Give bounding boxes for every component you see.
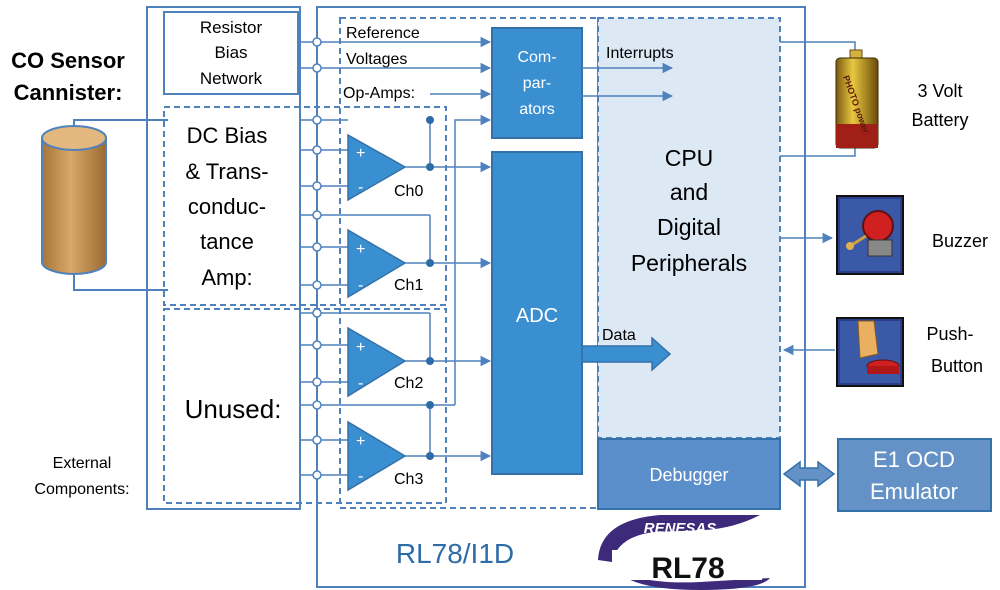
ref-line-4 <box>454 114 492 405</box>
adc-label: ADC <box>516 305 558 327</box>
debugger-label: Debugger <box>649 465 728 485</box>
dcbias-line1: DC Bias <box>187 123 268 148</box>
renesas-rl78-logo: RENESAS RL78 <box>598 515 770 590</box>
comparators-line2: par- <box>523 75 551 92</box>
cpu-line1: CPU <box>665 145 714 171</box>
opamp-ch0 <box>300 115 492 202</box>
cpu-line3: Digital <box>657 214 721 240</box>
ch3-label: Ch3 <box>394 471 423 488</box>
opamp-ch3 <box>300 400 492 492</box>
buzzer-bell-icon <box>836 195 904 275</box>
sensor-title-line2: Cannister: <box>14 80 123 105</box>
pushbutton-line1: Push- <box>926 324 973 344</box>
dcbias-line3: conduc- <box>188 194 266 219</box>
opamp-ch1 <box>300 210 492 299</box>
rl78-chip-box <box>316 6 806 588</box>
buzzer-label: Buzzer <box>932 231 988 251</box>
resistor-line2: Bias <box>214 43 247 62</box>
e1-emulator-box <box>837 438 992 512</box>
resistor-line3: Network <box>200 69 263 88</box>
emulator-line1: E1 OCD <box>873 447 955 472</box>
pushbutton-line2: Button <box>931 356 983 376</box>
external-label-line2: Components: <box>34 481 129 498</box>
data-arrow <box>581 336 672 372</box>
cpu-line2: and <box>670 179 708 205</box>
ch2-plus: + <box>356 339 365 356</box>
resistor-network-box <box>163 11 299 95</box>
adc-box <box>491 151 583 475</box>
resistor-line1: Resistor <box>200 18 263 37</box>
emulator-line2: Emulator <box>870 479 958 504</box>
dc-bias-dashed-box <box>163 106 447 306</box>
opamps-label: Op-Amps: <box>343 85 415 102</box>
sensor-title-line1: CO Sensor <box>11 48 125 73</box>
logo-brand: RENESAS <box>644 520 717 537</box>
ch0-minus: - <box>358 179 363 196</box>
ch0-plus: + <box>356 145 365 162</box>
sensor-cylinder-icon <box>41 125 107 275</box>
chip-name: RL78/I1D <box>396 538 514 569</box>
unused-label: Unused: <box>185 394 282 424</box>
sensor-wire-top <box>73 119 168 126</box>
pin-row-top <box>312 37 322 73</box>
reference-line1: Reference <box>346 25 420 42</box>
cpu-line4: Peripherals <box>631 250 747 276</box>
ch2-label: Ch2 <box>394 375 423 392</box>
battery-wire-bottom <box>780 146 856 157</box>
battery-line1: 3 Volt <box>917 81 962 101</box>
data-label: Data <box>602 327 636 344</box>
ch1-label: Ch1 <box>394 277 423 294</box>
battery-line2: Battery <box>911 110 968 130</box>
dcbias-line5: Amp: <box>201 265 252 290</box>
logo-product: RL78 <box>651 552 724 585</box>
sensor-wire-bottom <box>73 274 168 291</box>
reference-line2: Voltages <box>346 51 407 68</box>
dcbias-line4: tance <box>200 229 254 254</box>
ch2-minus: - <box>358 375 363 392</box>
ch3-plus: + <box>356 433 365 450</box>
comparators-line3: ators <box>519 101 555 118</box>
debugger-box <box>597 438 781 510</box>
ch1-minus: - <box>358 277 363 294</box>
opamp-ch2 <box>300 308 492 398</box>
interrupts-label: Interrupts <box>606 45 674 62</box>
ch0-label: Ch0 <box>394 183 423 200</box>
external-components-box <box>146 6 301 510</box>
ch3-minus: - <box>358 468 363 485</box>
battery-icon: PHOTO power <box>835 49 879 149</box>
external-label-line1: External <box>53 455 112 472</box>
pushbutton-finger-press-icon <box>836 317 904 387</box>
comparators-line1: Com- <box>517 49 556 66</box>
ch1-plus: + <box>356 241 365 258</box>
dcbias-line2: & Trans- <box>185 159 268 184</box>
unused-dashed-box <box>163 308 447 504</box>
debugger-emulator-link <box>782 460 836 488</box>
comparators-box <box>491 27 583 139</box>
battery-wire-top <box>780 41 856 58</box>
